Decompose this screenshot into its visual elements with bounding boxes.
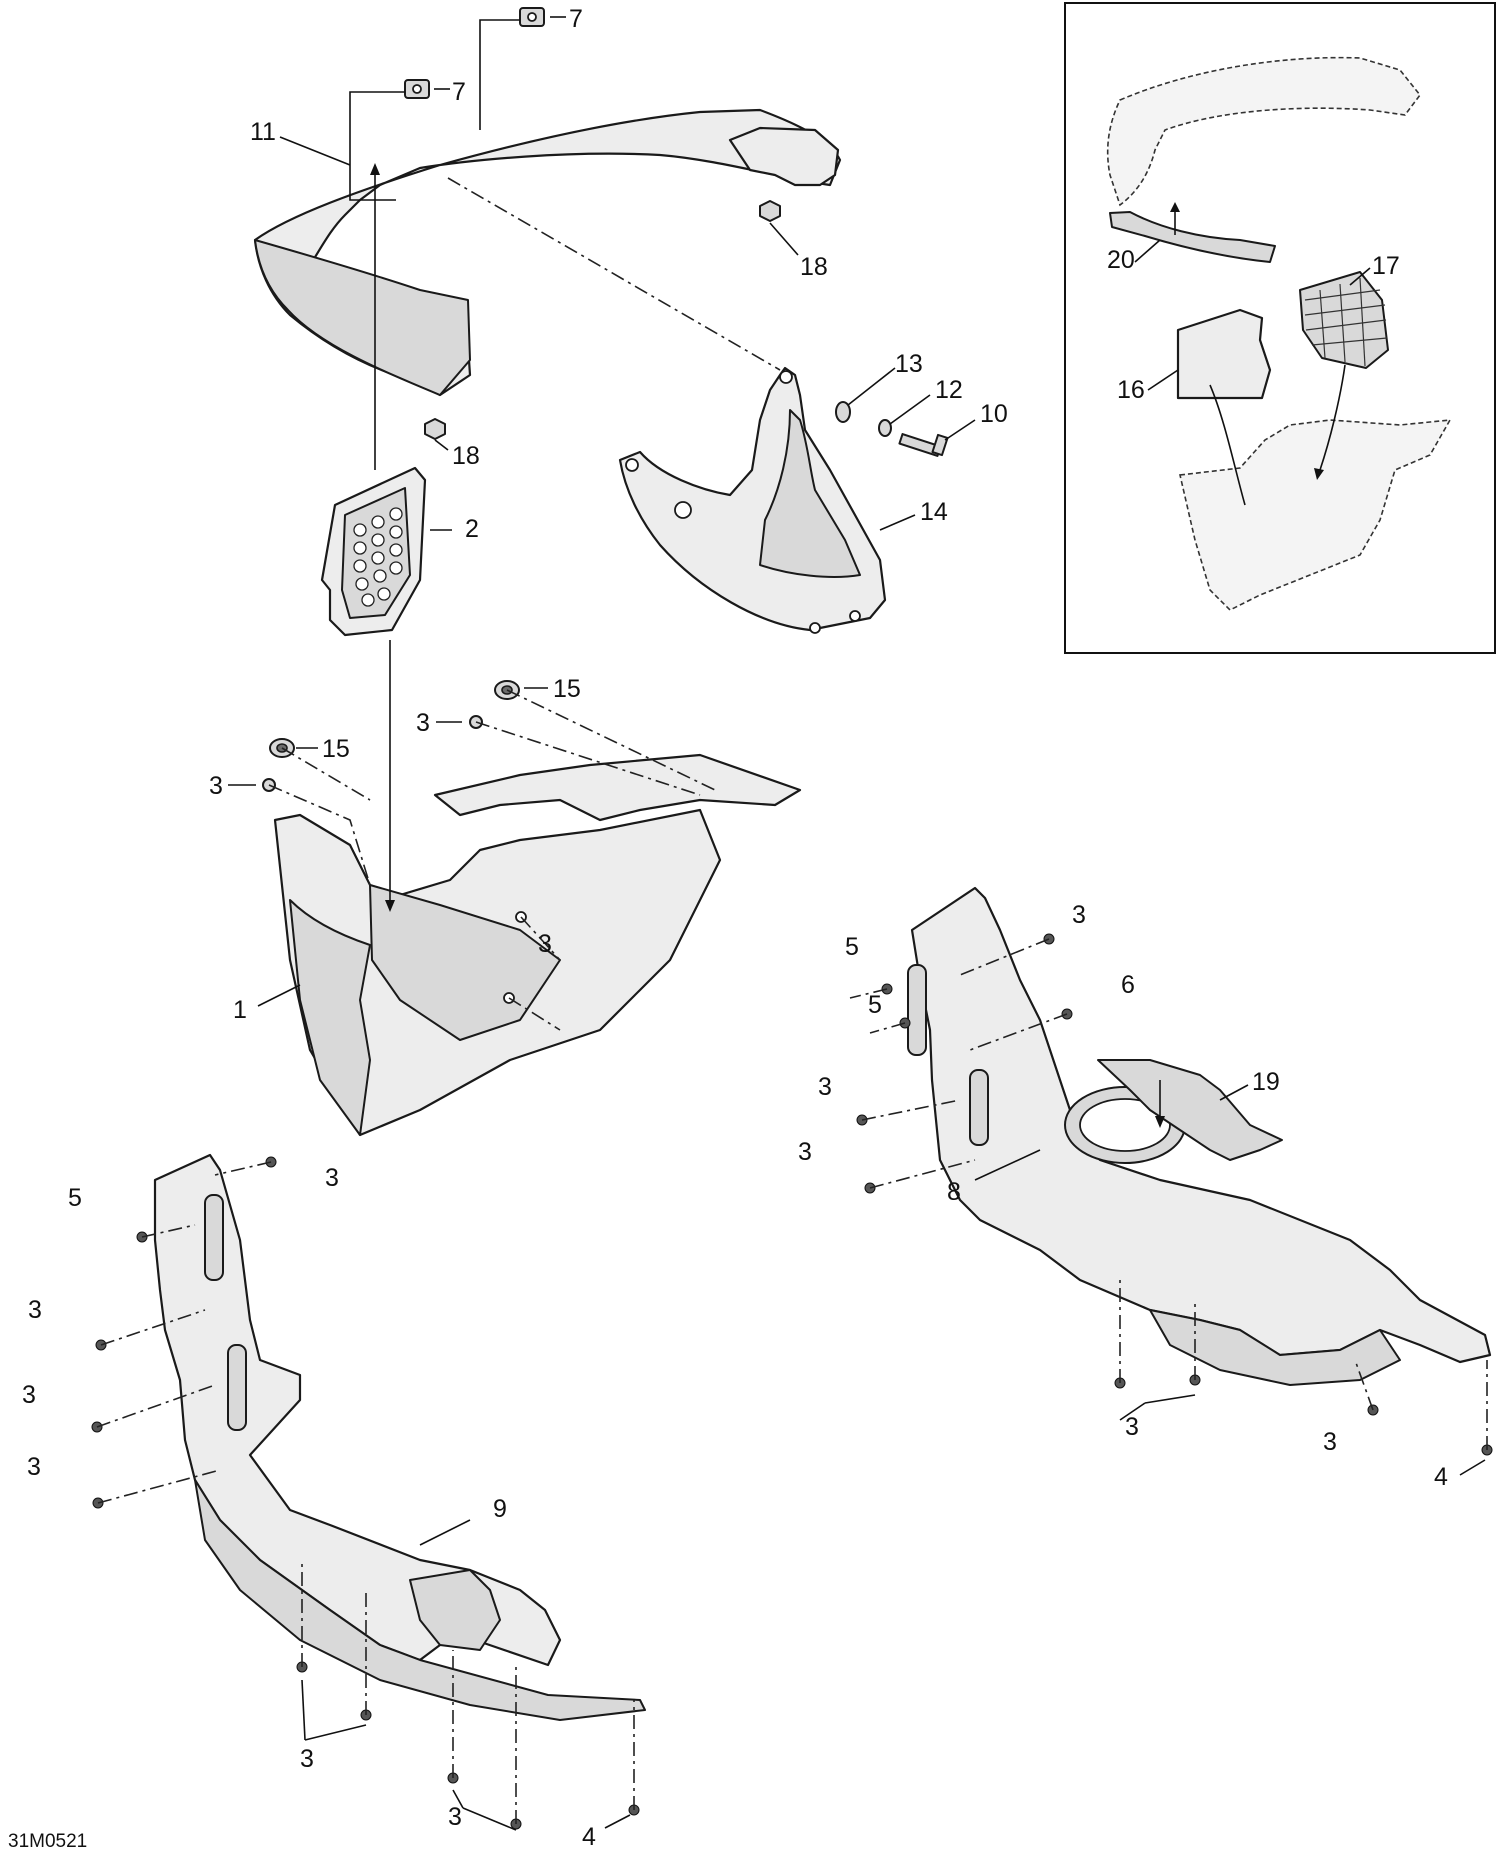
callout-3-left-c: 3 (22, 1381, 36, 1409)
part-11-right-arm (728, 126, 840, 187)
callout-15-b: 15 (322, 735, 350, 763)
part-14-cutout (759, 409, 861, 578)
part-9-lower-rail (194, 1479, 646, 1721)
part-14-hole-mid (674, 501, 692, 519)
part-2-grille (320, 466, 427, 637)
callout-16: 16 (1117, 376, 1145, 404)
part-7-clip-a (519, 7, 545, 27)
part-18-nut-lower (424, 418, 446, 440)
callout-18-b: 18 (452, 442, 480, 470)
part-8-round-opening-inner (1079, 1098, 1171, 1152)
part-14-hole-left (625, 458, 639, 472)
inset-mesh-hatch (1304, 277, 1388, 367)
callout-8: 8 (947, 1178, 961, 1206)
part-9-body (153, 1153, 562, 1667)
part-1-upper-lip (433, 753, 802, 822)
part-8-slot-lower (969, 1069, 989, 1146)
callout-3-left-b: 3 (28, 1296, 42, 1324)
assembly-lines (96, 177, 1488, 1824)
part-8-rear-rail (1149, 1309, 1401, 1386)
inset-curve-16 (1209, 384, 1246, 506)
callout-18-a: 18 (800, 253, 828, 281)
part-8-slot-upper (907, 964, 927, 1056)
callout-14: 14 (920, 498, 948, 526)
callout-2: 2 (465, 515, 479, 543)
inset-curve-17 (1319, 364, 1346, 471)
callout-10: 10 (980, 400, 1008, 428)
inset-part-16-foam (1176, 308, 1272, 400)
callout-19: 19 (1252, 1068, 1280, 1096)
inset-part-20-strip (1109, 211, 1276, 263)
callout-3-right-c: 3 (798, 1138, 812, 1166)
callout-9: 9 (493, 1495, 507, 1523)
callout-6: 6 (1121, 971, 1135, 999)
callout-15-a: 15 (553, 675, 581, 703)
part-9-side-panel-left (153, 1153, 646, 1721)
inset-upper-bezel (1106, 56, 1422, 207)
callout-5-a: 5 (845, 933, 859, 961)
part-14-hole-b1 (809, 622, 821, 634)
detail-inset (1064, 2, 1496, 654)
inset-frame (1064, 2, 1496, 654)
inset-arrowhead-20 (1170, 202, 1180, 212)
assembly-arrows (349, 19, 1165, 1128)
part-14-hole-b2 (849, 610, 861, 622)
callout-13: 13 (895, 350, 923, 378)
callout-3-console-b: 3 (209, 772, 223, 800)
callout-20: 20 (1107, 246, 1135, 274)
callout-3-console-c: 3 (538, 930, 552, 958)
callout-12: 12 (935, 376, 963, 404)
callout-labels: 7 7 11 18 18 2 13 12 10 14 15 15 3 3 3 1… (8, 5, 1448, 1852)
part-10-bolt (898, 433, 949, 457)
part-14-bracket (618, 366, 887, 634)
callout-3-left-e: 3 (300, 1745, 314, 1773)
callout-5-b: 5 (868, 991, 882, 1019)
callout-3-left-a: 3 (325, 1164, 339, 1192)
callout-3-console-a: 3 (416, 709, 430, 737)
part-9-rear-block (409, 1569, 501, 1651)
callout-4-right: 4 (1434, 1463, 1448, 1491)
inset-leaders (1134, 239, 1371, 391)
callout-5-c: 5 (68, 1184, 82, 1212)
callout-7-a: 7 (569, 5, 583, 33)
callout-17: 17 (1372, 252, 1400, 280)
callout-3-right-e: 3 (1323, 1428, 1337, 1456)
part-9-slot-lower (227, 1344, 247, 1431)
callout-3-right-b: 3 (818, 1073, 832, 1101)
part-1-front-panel (289, 899, 371, 1136)
part-8-side-panel-right (907, 886, 1492, 1386)
part-19-pad (1097, 1059, 1283, 1161)
part-9-slot-upper (204, 1194, 224, 1281)
part-1-console (273, 753, 802, 1137)
callout-3-right-d: 3 (1125, 1413, 1139, 1441)
drawing-code: 31M0521 (8, 1831, 87, 1852)
callout-1: 1 (233, 996, 247, 1024)
part-2-holes (353, 507, 403, 607)
part-11-front-face (254, 239, 471, 396)
callout-3-left-d: 3 (27, 1453, 41, 1481)
part-8-body (910, 886, 1492, 1364)
part-7-clip-b (404, 79, 430, 99)
callout-7-b: 7 (452, 78, 466, 106)
part-12-washer (878, 419, 892, 437)
part-18-nut-upper (759, 200, 781, 222)
inset-arrowhead-17 (1314, 468, 1324, 480)
inset-lower-housing (1179, 419, 1452, 611)
part-13-washer (835, 401, 851, 423)
callout-3-left-f: 3 (448, 1803, 462, 1831)
leader-lines (228, 16, 1486, 1831)
part-11-upper-bezel (253, 108, 842, 397)
callout-11: 11 (250, 118, 276, 146)
callout-3-right-a: 3 (1072, 901, 1086, 929)
part-14-hole-top (779, 370, 793, 384)
callout-4-left: 4 (582, 1823, 596, 1851)
